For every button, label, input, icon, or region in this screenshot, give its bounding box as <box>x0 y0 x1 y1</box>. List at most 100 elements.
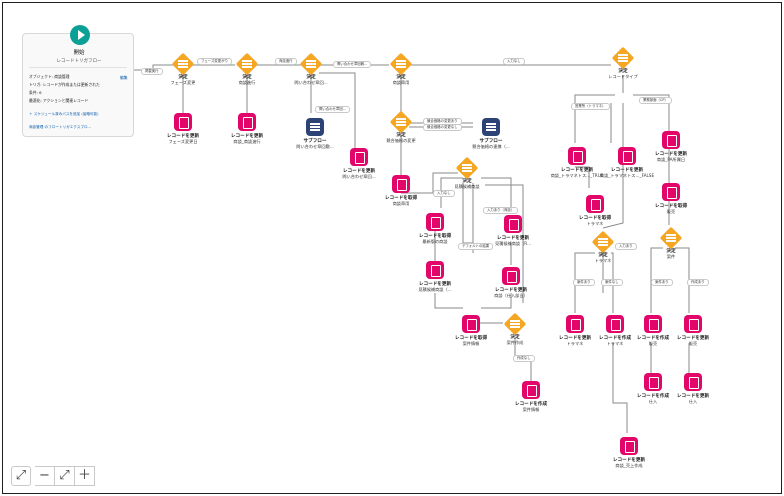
flow-node[interactable]: 決定案件作成 <box>475 312 555 345</box>
flow-node[interactable]: レコードを更新見積候補商談（R... <box>473 215 553 246</box>
record-icon <box>462 315 480 333</box>
node-label: トラマネ <box>566 341 584 347</box>
connector-label[interactable]: 入力なし <box>503 58 525 65</box>
flow-node[interactable]: サブフロー競合価格の連携（... <box>451 118 531 149</box>
zoom-controls: ⤢ − ⤢ ＋ <box>11 466 95 486</box>
node-type: 決定 <box>178 75 188 80</box>
fit-view-button[interactable]: ⤢ <box>11 466 31 486</box>
flow-node[interactable]: レコードを更新商談_PA所属日 <box>631 131 711 162</box>
node-type: レコードを作成 <box>598 336 632 341</box>
flow-node[interactable]: レコードを更新商談_トラマネトス..._TRUE <box>537 147 617 178</box>
flow-node[interactable]: レコードを更新商談_商談進行 <box>207 113 287 144</box>
node-label: フェーズ変更日 <box>168 139 198 145</box>
zoom-out-button[interactable]: − <box>35 466 55 486</box>
connector-label[interactable]: 問い合わせ章回敷... <box>333 61 372 68</box>
flow-node[interactable]: 決定案件 <box>631 226 711 259</box>
node-type: レコードを更新 <box>676 394 710 399</box>
node-label: 競合価格の変更 <box>386 138 416 144</box>
flow-node[interactable]: レコードを取得最新版の商談 <box>395 213 475 244</box>
record-icon <box>644 315 662 333</box>
node-label: 問い合わせ章回... <box>294 80 328 86</box>
flow-node[interactable]: レコードを作成仕入 <box>613 373 693 404</box>
connector-label[interactable]: 入力なし <box>433 190 455 197</box>
trigger-explorer-link[interactable]: 商談管理 のフロートリガエクスプロ... <box>29 125 91 129</box>
node-label: 販売 <box>666 209 676 215</box>
node-label: 販売 <box>648 341 658 347</box>
decision-icon <box>389 52 413 76</box>
decision-icon <box>611 46 635 70</box>
connector-label[interactable]: 案件なし <box>601 279 623 286</box>
record-icon <box>522 381 540 399</box>
node-label: 商談_売上作成 <box>615 463 643 469</box>
flow-node[interactable]: サブフロー問い合わせ章回敷... <box>275 118 355 149</box>
flow-node[interactable]: レコードを更新販売 <box>653 315 733 346</box>
record-icon <box>502 267 520 285</box>
connector-label[interactable]: 商談進行 <box>275 58 297 65</box>
node-type: 決定 <box>462 179 472 184</box>
node-label: フェーズ変更 <box>170 80 196 86</box>
connector-label[interactable]: フェーズ変更がり <box>197 58 232 65</box>
flow-node[interactable]: レコードを取得販売 <box>631 183 711 214</box>
expand-button[interactable]: ⤢ <box>55 466 75 486</box>
node-label: 最新版の商談 <box>422 239 448 245</box>
flow-node[interactable]: レコードを取得商談章用 <box>361 175 441 206</box>
connector-label[interactable]: 営業所（トラマネ） <box>571 103 610 110</box>
connector-label[interactable]: 案件あり <box>651 279 673 286</box>
flow-node[interactable]: 決定商談進行 <box>207 52 287 85</box>
node-type: 決定 <box>598 253 608 258</box>
connector-label[interactable]: 作成なし <box>513 355 535 362</box>
flow-node[interactable]: レコードを更新仕入 <box>653 373 733 404</box>
flow-node[interactable]: 決定トラマネ <box>563 230 643 263</box>
zoom-in-button[interactable]: ＋ <box>75 466 95 486</box>
flow-node[interactable]: 決定レコードタイプ <box>583 46 663 79</box>
connector-label[interactable]: 業務部面（CP） <box>639 97 672 104</box>
record-icon <box>392 175 410 193</box>
node-label: 見積候補商談（... <box>418 287 452 293</box>
flow-node[interactable]: レコードを作成トラマネ <box>575 315 655 346</box>
connector-label[interactable]: 問い合わせ章回... <box>315 106 350 113</box>
flow-node[interactable]: レコードを取得トラマネ <box>555 195 635 226</box>
start-subtitle: レコードトリガフロー <box>56 59 102 64</box>
connector-label[interactable]: 入力あり（商談） <box>483 207 519 214</box>
flow-node[interactable]: レコードを更新見積候補商談（... <box>395 261 475 292</box>
node-label: 案件情報 <box>462 341 480 347</box>
decision-icon <box>389 110 413 134</box>
node-type: レコードを取得 <box>654 204 688 209</box>
start-node[interactable]: 開始 レコードトリガフロー オブジェクト: 商談管理 編集 トリガ: レコードが… <box>22 25 134 137</box>
connector-label[interactable]: デフォルトの結果 <box>458 243 494 250</box>
connector-label[interactable]: 競合価格の変更なし <box>423 124 462 131</box>
flow-node[interactable]: 決定商談章用 <box>361 52 441 85</box>
node-type: 決定 <box>242 75 252 80</box>
flow-node[interactable]: レコードを更新商談_トラマネトス..._FALSE <box>587 147 667 178</box>
flow-node[interactable]: レコードを更新商談（仕入部当） <box>471 267 551 298</box>
connector-label[interactable]: 掲載実行 <box>141 68 163 75</box>
flow-node[interactable]: 決定フェーズ変更 <box>143 52 223 86</box>
connector-label[interactable]: 作成あり <box>687 279 709 286</box>
node-type: レコードを更新 <box>560 168 594 173</box>
record-icon <box>620 437 638 455</box>
flow-node[interactable]: レコードを作成案件情報 <box>491 381 571 412</box>
node-label: 問い合わせ章回... <box>342 174 376 180</box>
edit-link[interactable]: 編集 <box>120 75 128 80</box>
start-optimize: 最適化: アクションと関連レコード <box>29 98 89 103</box>
flow-node[interactable]: 決定見積候補商談 <box>427 156 507 189</box>
connector-label[interactable]: 入力あり <box>615 243 637 250</box>
flow-node[interactable]: レコードを更新商談_売上作成 <box>589 437 669 468</box>
record-icon <box>662 183 680 201</box>
decision-icon <box>299 52 323 76</box>
start-object: オブジェクト: 商談管理 <box>29 74 70 79</box>
flow-node[interactable]: レコードを取得案件情報 <box>431 315 511 346</box>
flow-node[interactable]: レコードを更新トラマネ <box>535 315 615 346</box>
node-label: 商談章用 <box>392 201 410 207</box>
flow-node[interactable]: レコードを更新問い合わせ章回... <box>319 148 399 179</box>
flow-node[interactable]: 決定競合価格の変更 <box>361 110 441 144</box>
record-icon <box>684 315 702 333</box>
connector-label[interactable]: 案件あり <box>573 279 595 286</box>
flow-node[interactable]: 決定問い合わせ章回... <box>271 52 351 86</box>
record-icon <box>504 215 522 233</box>
flow-node[interactable]: レコードを更新フェーズ変更日 <box>143 113 223 144</box>
flow-node[interactable]: レコードを作成販売 <box>613 315 693 346</box>
add-scheduled-path-link[interactable]: ＋ スケジュール済みパスを追加 (省略可能) <box>29 112 99 116</box>
record-icon <box>684 373 702 391</box>
